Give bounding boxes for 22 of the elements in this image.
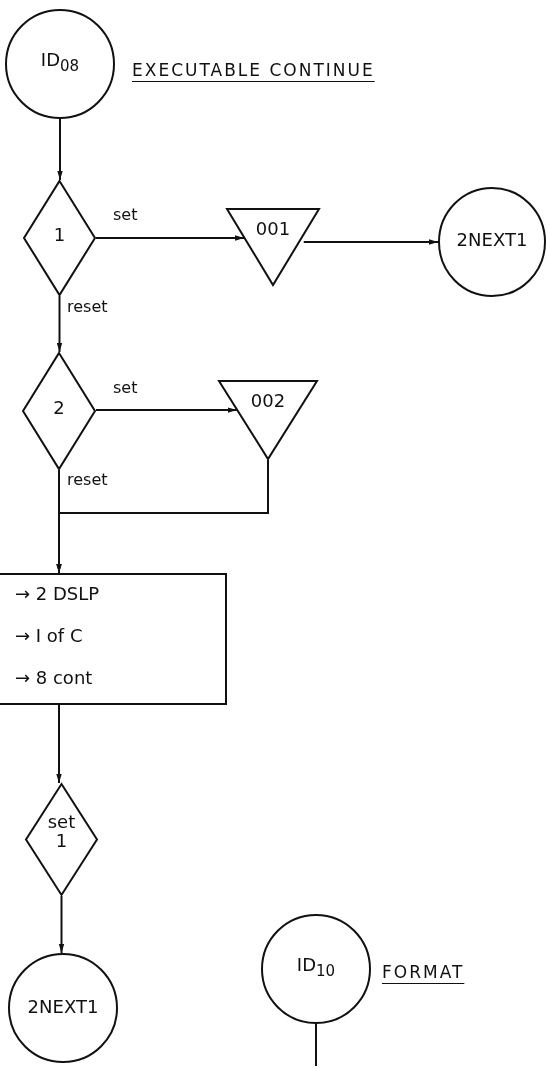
- arrow: [56, 704, 62, 784]
- node-text: 2NEXT1: [26, 996, 100, 1017]
- node-text: ID$_{08}$: [39, 49, 81, 75]
- node-text: 2NEXT1: [455, 229, 529, 250]
- node-text: 002: [249, 390, 287, 411]
- arrow: [57, 118, 63, 181]
- node-text: 1: [52, 224, 67, 245]
- arrow: [58, 895, 65, 954]
- arrow: [302, 239, 439, 245]
- node-text: 2: [52, 397, 66, 418]
- arrow: [95, 407, 238, 413]
- node-text: 001: [254, 218, 292, 239]
- heading-text: EXECUTABLE CONTINUE: [132, 60, 375, 80]
- arrow: [95, 235, 246, 241]
- node-text: → 8 cont: [15, 667, 93, 688]
- node-text: → I of C: [15, 625, 83, 646]
- node-text: ID$_{10}$: [295, 954, 337, 980]
- node-text: set 1: [46, 813, 77, 851]
- arrow: [56, 295, 63, 353]
- heading-text: FORMAT: [382, 962, 465, 982]
- connector-line: [315, 1023, 317, 1067]
- node-text: → 2 DSLP: [15, 583, 100, 604]
